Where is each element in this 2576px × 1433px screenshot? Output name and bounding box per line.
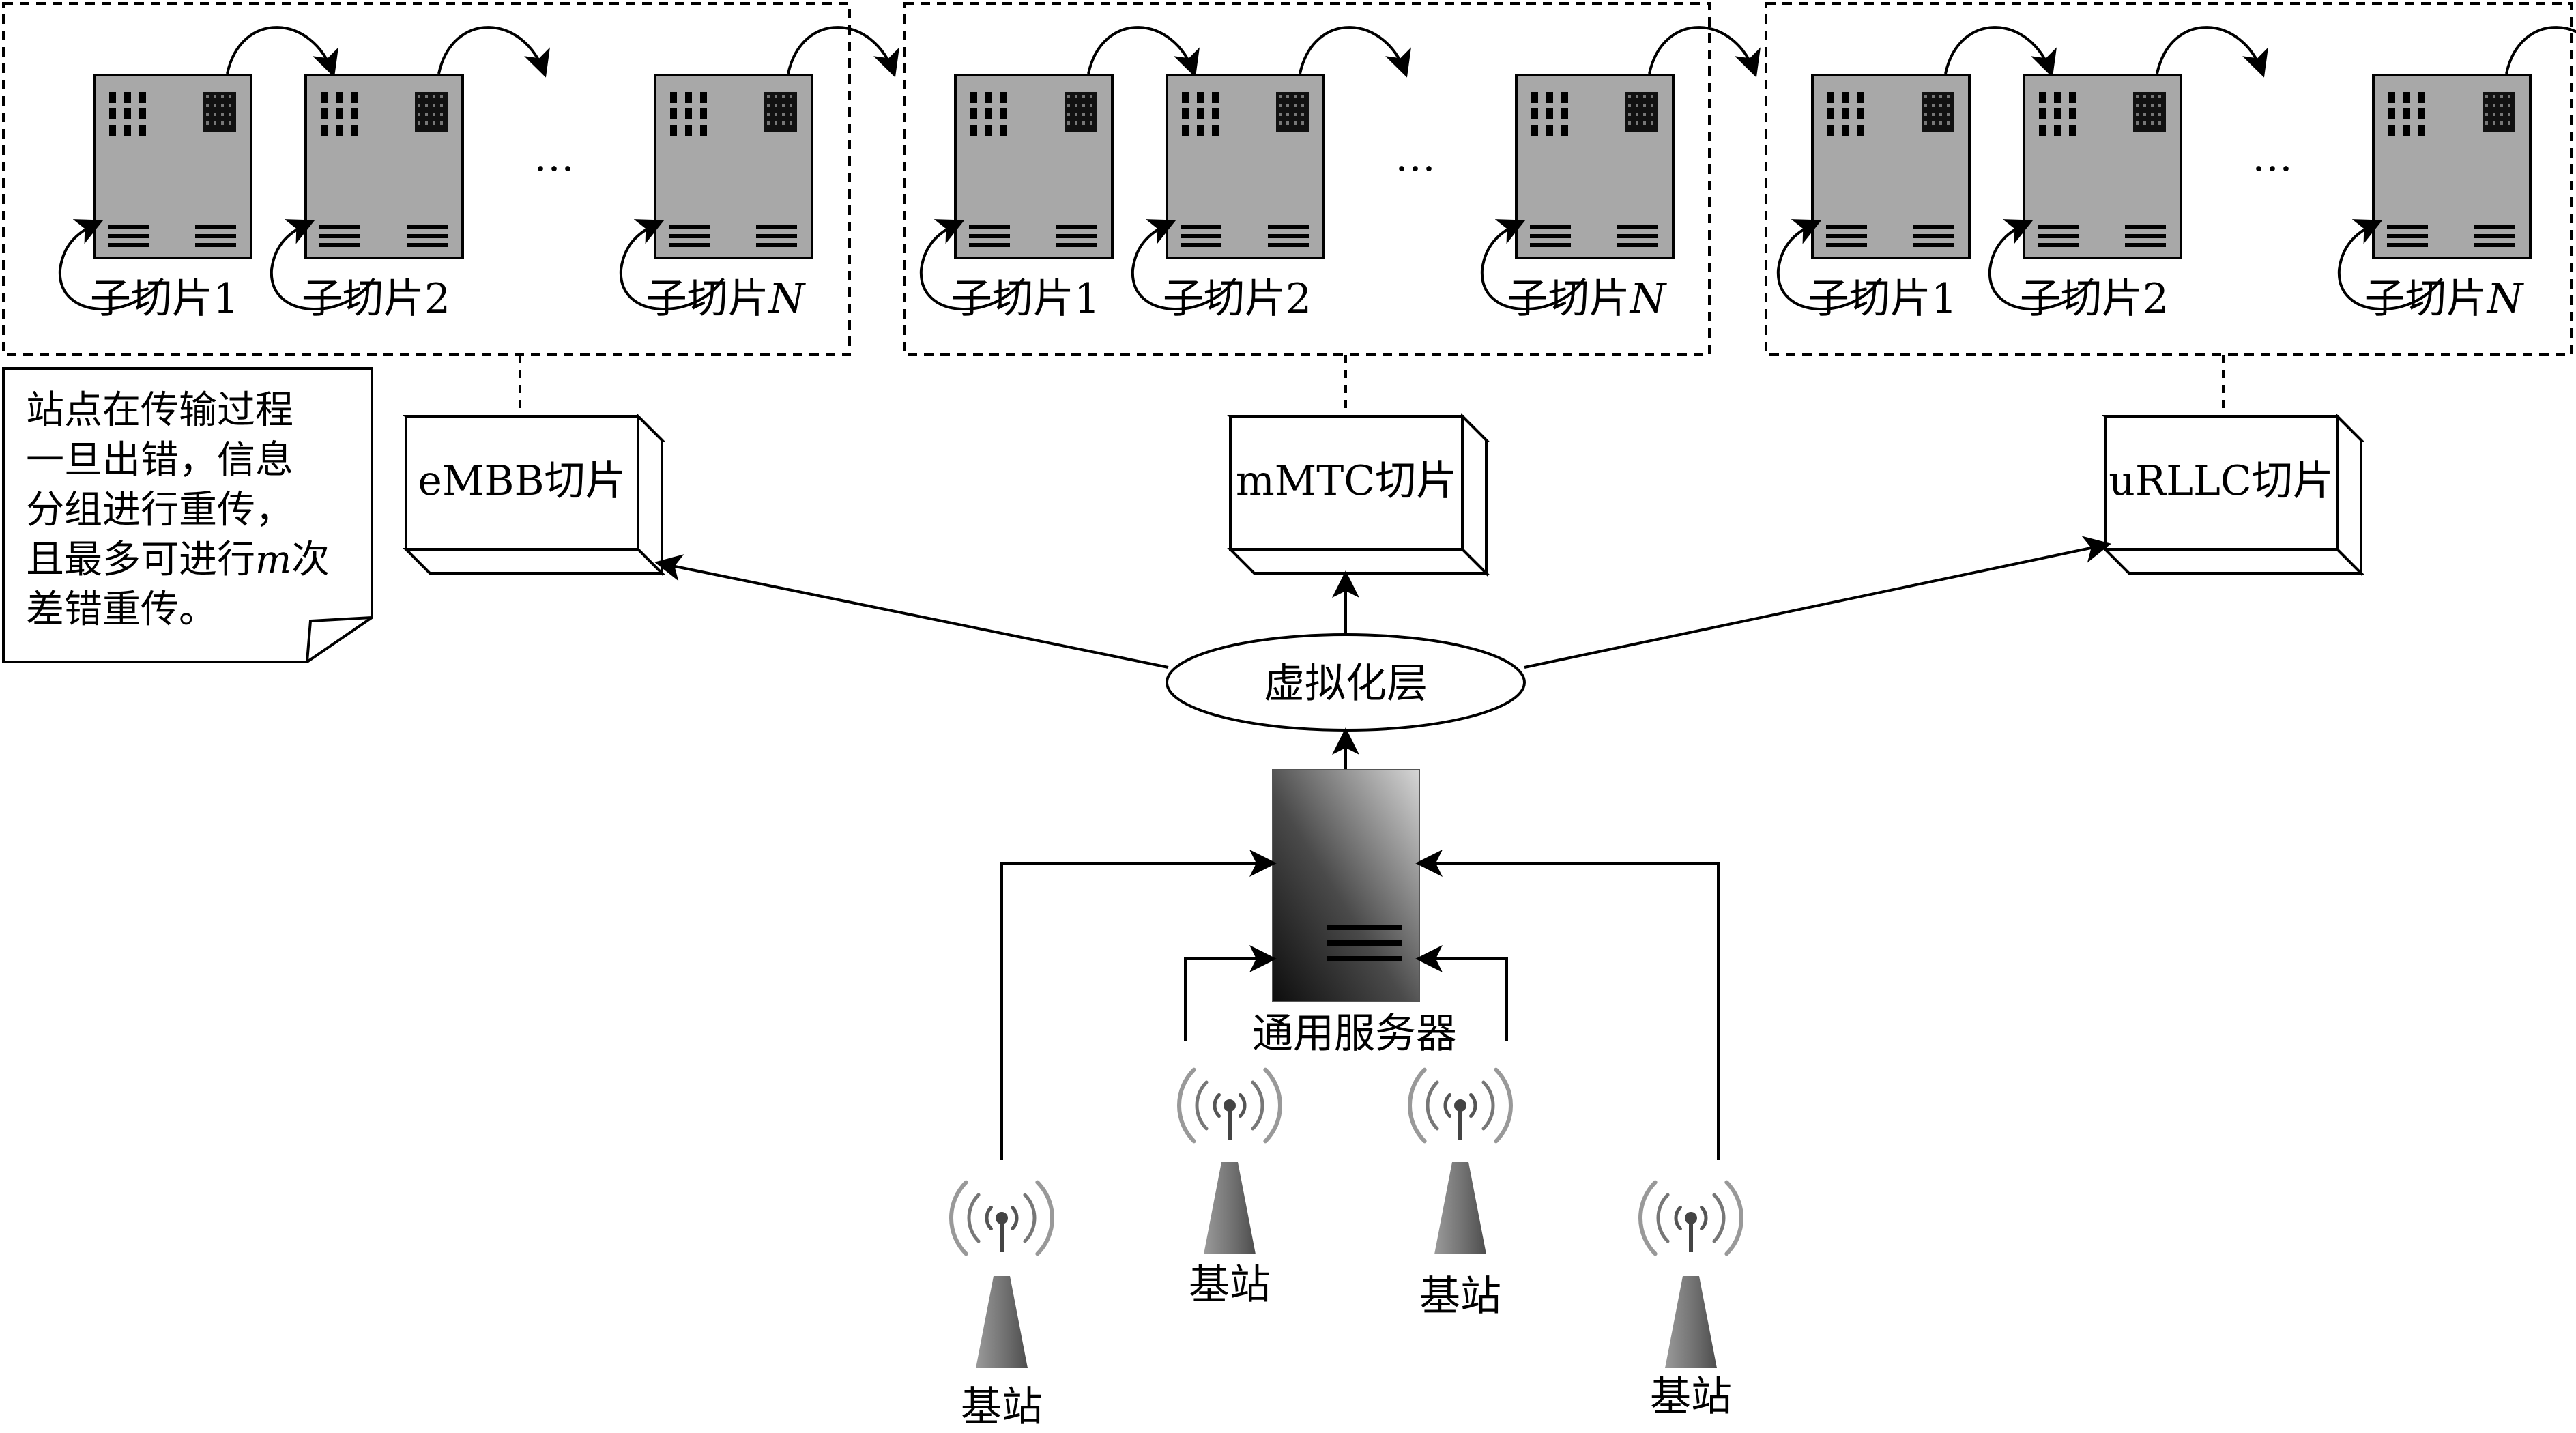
general-server xyxy=(1272,769,1420,1002)
tower-icon xyxy=(1204,1162,1256,1254)
embb-slice-label: eMBB切片 xyxy=(418,457,626,505)
embb-slice-box: eMBB切片 xyxy=(403,413,665,577)
sub-slice-label: 子切片1 xyxy=(1808,275,1957,323)
sub-slice-device xyxy=(1776,74,1971,310)
sub-slice-device xyxy=(1480,74,1675,310)
sub-slice-label: 子切片N xyxy=(1507,275,1668,323)
sub-slice-device xyxy=(619,74,813,310)
base-station-label: 基站 xyxy=(1419,1273,1501,1320)
antenna-signal-icon xyxy=(1177,1067,1282,1144)
feed-line-outer-right xyxy=(1415,850,1720,1160)
antenna-signal-icon xyxy=(1638,1180,1743,1256)
group-box-urllc xyxy=(1765,2,2573,356)
sub-slice-group: 子切片1 子切片2 子切片N … xyxy=(58,26,899,323)
note-line: 站点在传输过程 xyxy=(26,388,293,433)
arrow-to-embb xyxy=(654,554,1169,669)
ellipsis: … xyxy=(534,133,575,181)
note-line: 分组进行重传， xyxy=(26,488,293,532)
sub-slice-device xyxy=(919,74,1114,310)
urllc-slice-label: uRLLC切片 xyxy=(2109,457,2333,505)
sub-slice-label: 子切片1 xyxy=(90,275,239,323)
tower-icon xyxy=(976,1276,1028,1368)
sub-slice-device xyxy=(58,74,252,310)
sub-slice-label: 子切片1 xyxy=(951,275,1100,323)
feed-line-inner-left xyxy=(1184,945,1277,1041)
sub-slice-device xyxy=(1131,74,1325,310)
base-station-label: 基站 xyxy=(1189,1261,1271,1309)
note-line: 且最多可进行m次 xyxy=(26,538,330,582)
mmtc-slice-label: mMTC切片 xyxy=(1236,457,1457,505)
feed-line-outer-left xyxy=(1000,850,1277,1160)
sub-slice-device xyxy=(270,74,464,310)
base-station-label: 基站 xyxy=(961,1383,1043,1431)
antenna-signal-icon xyxy=(949,1180,1054,1256)
tower-icon xyxy=(1665,1276,1717,1368)
virtualization-layer-label: 虚拟化层 xyxy=(1264,660,1428,708)
antenna-signal-icon xyxy=(1408,1067,1513,1144)
note-line: 一旦出错，信息 xyxy=(26,438,293,482)
sub-slice-label: 子切片2 xyxy=(302,275,450,323)
sub-slice-group: 子切片1 子切片2 子切片N … xyxy=(1776,26,2576,323)
tower-icon xyxy=(1434,1162,1486,1254)
mmtc-slice-box: mMTC切片 xyxy=(1227,413,1490,577)
ellipsis: … xyxy=(2252,133,2293,181)
sub-slice-group: 子切片1 子切片2 子切片N … xyxy=(919,26,1761,323)
sub-slice-device xyxy=(2337,74,2532,310)
sub-slice-device xyxy=(1988,74,2182,310)
sub-slice-label: 子切片N xyxy=(2364,275,2525,323)
group-box-embb xyxy=(2,2,851,356)
base-station: 基站 xyxy=(1638,1180,1743,1421)
sub-slice-label: 子切片2 xyxy=(2020,275,2169,323)
ellipsis: … xyxy=(1395,133,1436,181)
base-station: 基站 xyxy=(949,1180,1054,1431)
base-station-label: 基站 xyxy=(1650,1373,1732,1421)
base-station: 基站 xyxy=(1408,1067,1513,1320)
base-station: 基站 xyxy=(1177,1067,1282,1309)
sub-slice-label: 子切片N xyxy=(646,275,807,323)
feed-line-inner-right xyxy=(1415,945,1508,1041)
urllc-slice-box: uRLLC切片 xyxy=(2102,413,2364,577)
group-box-mmtc xyxy=(903,2,1711,356)
server-label: 通用服务器 xyxy=(1252,1010,1457,1058)
note-line: 差错重传。 xyxy=(26,588,217,632)
arrow-to-urllc xyxy=(1524,536,2111,669)
sub-slice-label: 子切片2 xyxy=(1163,275,1312,323)
